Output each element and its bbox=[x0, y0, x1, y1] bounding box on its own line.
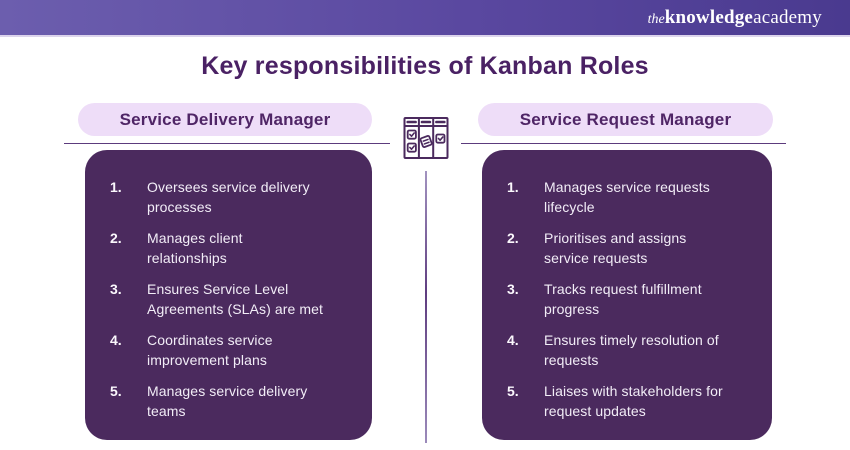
item-number: 4. bbox=[507, 332, 519, 348]
logo-the: the bbox=[647, 12, 665, 27]
list-item: 5. Liaises with stakeholders for request … bbox=[507, 381, 762, 421]
item-text: Manages service requests lifecycle bbox=[544, 179, 710, 215]
top-header-bar: theknowledgeacademy bbox=[0, 0, 850, 37]
list-item: 2. Prioritises and assigns service reques… bbox=[507, 228, 762, 268]
item-number: 3. bbox=[507, 281, 519, 297]
service-request-responsibilities-panel: 1. Manages service requests lifecycle 2. Pr… bbox=[482, 150, 772, 440]
list-item: 3. Ensures Service Level Agreements (SLAs… bbox=[110, 279, 362, 319]
item-text: Manages service delivery teams bbox=[147, 383, 308, 419]
list-item: 3. Tracks request fulfillment progress bbox=[507, 279, 762, 319]
item-number: 2. bbox=[507, 230, 519, 246]
checkbox-glyph bbox=[406, 142, 417, 153]
list-item: 4. Ensures timely resolution of requests bbox=[507, 330, 762, 370]
list-item: 2. Manages client relationships bbox=[110, 228, 362, 268]
list-item: 1. Manages service requests lifecycle bbox=[507, 177, 762, 217]
list-item: 5. Manages service delivery teams bbox=[110, 381, 362, 421]
item-number: 5. bbox=[110, 383, 122, 399]
item-text: Manages client relationships bbox=[147, 230, 243, 266]
item-number: 4. bbox=[110, 332, 122, 348]
checkbox-glyph bbox=[406, 129, 417, 140]
logo-knowledge: knowledge bbox=[664, 7, 754, 28]
sticky-note-glyph bbox=[419, 134, 433, 149]
brand-logo: theknowledgeacademy bbox=[648, 6, 822, 32]
service-delivery-manager-pill: Service Delivery Manager bbox=[78, 103, 372, 136]
item-text: Coordinates service improvement plans bbox=[147, 332, 273, 368]
item-text: Liaises with stakeholders for request up… bbox=[544, 383, 723, 419]
item-text: Prioritises and assigns service requests bbox=[544, 230, 687, 266]
item-number: 5. bbox=[507, 383, 519, 399]
item-number: 1. bbox=[110, 179, 122, 195]
responsibilities-list: 1. Manages service requests lifecycle 2. Pr… bbox=[482, 150, 772, 450]
item-text: Tracks request fulfillment progress bbox=[544, 281, 702, 317]
service-request-manager-pill: Service Request Manager bbox=[478, 103, 773, 136]
list-item: 4. Coordinates service improvement plans bbox=[110, 330, 362, 370]
item-text: Oversees service delivery processes bbox=[147, 179, 310, 215]
list-item: 1. Oversees service delivery processes bbox=[110, 177, 362, 217]
responsibilities-list: 1. Oversees service delivery processes 2. M… bbox=[85, 150, 372, 450]
item-number: 2. bbox=[110, 230, 122, 246]
kanban-board-icon bbox=[400, 114, 452, 170]
checkbox-glyph bbox=[435, 133, 446, 144]
item-text: Ensures timely resolution of requests bbox=[544, 332, 719, 368]
logo-academy: academy bbox=[753, 7, 822, 28]
item-number: 1. bbox=[507, 179, 519, 195]
heading-divider-line-left bbox=[64, 143, 390, 144]
page-title: Key responsibilities of Kanban Roles bbox=[201, 52, 649, 80]
center-divider-line bbox=[425, 171, 427, 443]
item-text: Ensures Service Level Agreements (SLAs) … bbox=[147, 281, 324, 317]
item-number: 3. bbox=[110, 281, 122, 297]
service-delivery-responsibilities-panel: 1. Oversees service delivery processes 2. M… bbox=[85, 150, 372, 440]
heading-divider-line-right bbox=[461, 143, 786, 144]
